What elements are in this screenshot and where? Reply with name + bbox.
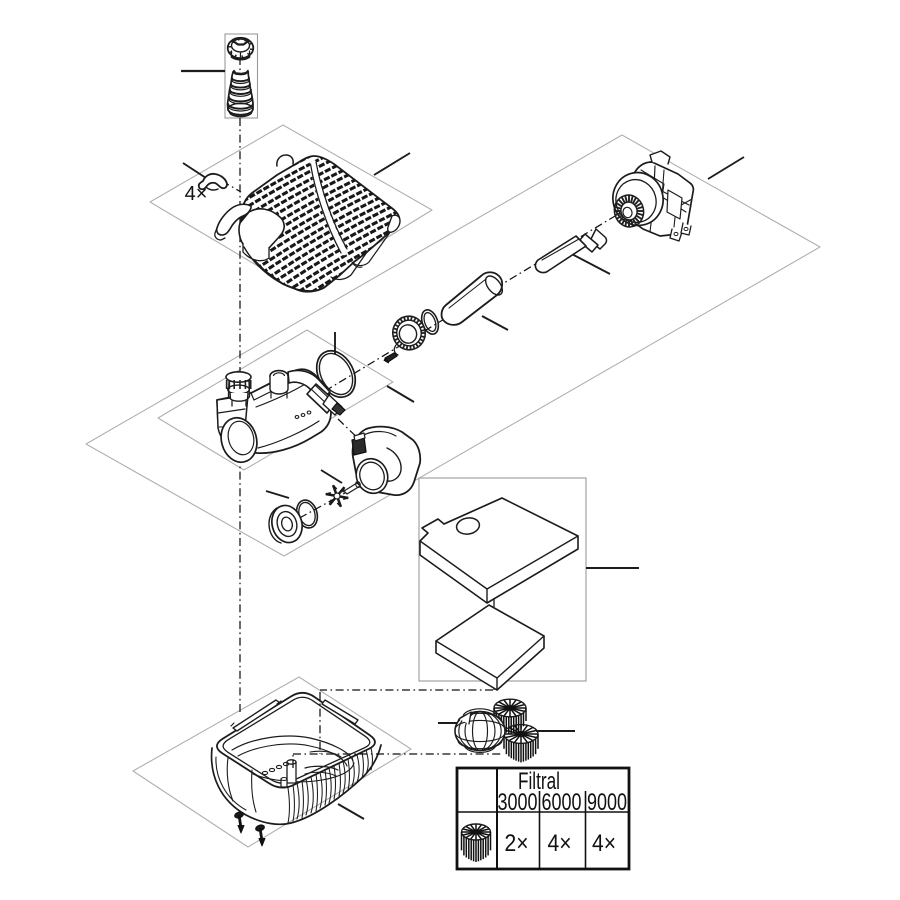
- svg-text:4×: 4×: [185, 183, 208, 205]
- svg-text:4×: 4×: [592, 830, 616, 857]
- svg-text:Filtral: Filtral: [518, 768, 560, 795]
- svg-text:6000: 6000: [542, 789, 582, 816]
- svg-text:2×: 2×: [505, 830, 529, 857]
- svg-text:3000: 3000: [498, 789, 538, 816]
- svg-text:9000: 9000: [587, 789, 627, 816]
- svg-text:4×: 4×: [548, 830, 572, 857]
